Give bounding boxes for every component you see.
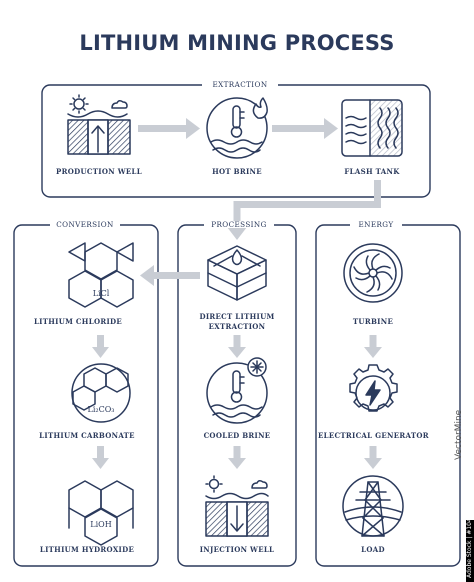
label-hot-brine: HOT BRINE xyxy=(212,167,262,176)
arrow-dle-to-cooled xyxy=(228,335,246,358)
arrow-chloride-to-carbonate xyxy=(92,335,109,358)
stock-id-strip: Adobe Stock | #1046991918 xyxy=(466,491,474,582)
arrow-tank-to-processing xyxy=(227,180,381,240)
turbine-icon xyxy=(343,243,403,303)
production-well-icon xyxy=(67,94,131,155)
hot-brine-icon xyxy=(206,97,268,159)
chem-lioh: LiOH xyxy=(90,520,112,529)
direct-lithium-extraction-icon xyxy=(207,245,267,301)
flash-tank-icon xyxy=(341,99,403,157)
section-label-processing: PROCESSING xyxy=(204,221,274,228)
arrow-generator-to-load xyxy=(364,446,382,469)
arrow-turbine-to-generator xyxy=(364,335,382,358)
label-load: LOAD xyxy=(361,545,385,554)
label-cooled-brine: COOLED BRINE xyxy=(203,431,271,440)
arrow-cooled-to-injection xyxy=(228,446,246,469)
label-production-well: PRODUCTION WELL xyxy=(56,167,142,176)
chem-li2co3: Li₂CO₃ xyxy=(87,405,115,414)
section-label-conversion: CONVERSION xyxy=(50,221,120,228)
label-injection-well: INJECTION WELL xyxy=(199,545,275,554)
label-flash-tank: FLASH TANK xyxy=(344,167,400,176)
section-label-extraction: EXTRACTION xyxy=(202,81,278,88)
label-lithium-chloride: LITHIUM CHLORIDE xyxy=(33,317,123,326)
conversion-frame xyxy=(13,224,159,567)
label-direct-lithium-2: EXTRACTION xyxy=(208,322,266,331)
cooled-brine-icon xyxy=(206,357,268,424)
electrical-generator-icon xyxy=(349,364,398,412)
load-icon xyxy=(342,475,404,537)
lithium-hydroxide-icon xyxy=(68,480,134,546)
lithium-carbonate-icon xyxy=(71,363,131,423)
arrow-brine-to-tank xyxy=(272,118,338,139)
label-electrical-generator: ELECTRICAL GENERATOR xyxy=(318,431,429,440)
arrow-dle-to-chloride xyxy=(140,265,200,286)
page-title: LITHIUM MINING PROCESS xyxy=(79,31,395,55)
label-lithium-carbonate: LITHIUM CARBONATE xyxy=(39,431,135,440)
chem-licl: LiCl xyxy=(92,289,110,298)
label-turbine: TURBINE xyxy=(352,317,394,326)
arrow-carbonate-to-hydroxide xyxy=(92,446,109,469)
lithium-chloride-icon xyxy=(68,242,134,308)
watermark-text: VectorMine xyxy=(454,409,464,460)
energy-frame xyxy=(315,224,461,567)
arrow-well-to-brine xyxy=(138,118,200,139)
section-label-energy: ENERGY xyxy=(350,221,402,228)
label-lithium-hydroxide: LITHIUM HYDROXIDE xyxy=(39,545,135,554)
stock-id-text: Adobe Stock | #1046991918 xyxy=(466,491,473,578)
label-direct-lithium-1: DIRECT LITHIUM xyxy=(199,312,275,321)
injection-well-icon xyxy=(205,475,269,537)
